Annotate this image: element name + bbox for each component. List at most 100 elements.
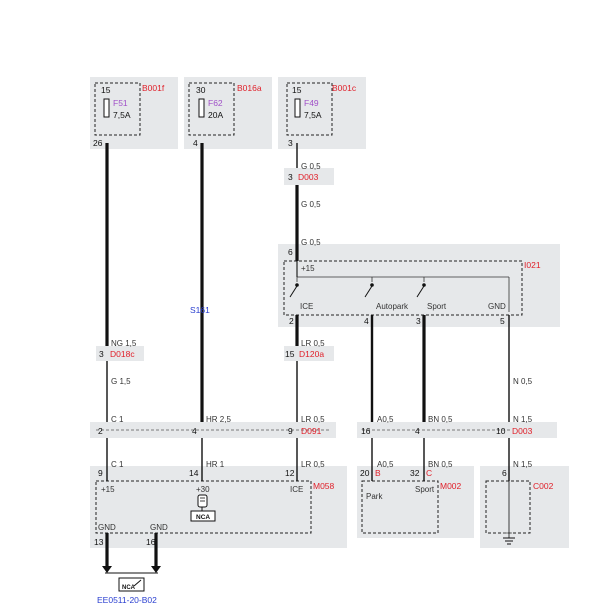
module-m002-ref: M002	[440, 481, 462, 491]
fuse-f49-terminal: 15	[292, 85, 302, 95]
svg-text:HR 1: HR 1	[206, 460, 225, 469]
fuse-block-f62: 30 B016a F62 20A 4	[184, 77, 272, 149]
svg-text:C 1: C 1	[111, 415, 124, 424]
svg-text:D003: D003	[298, 172, 319, 182]
fuse-f62-rating: 20A	[208, 110, 223, 120]
svg-text:NCA: NCA	[196, 514, 210, 521]
svg-text:14: 14	[189, 468, 199, 478]
svg-text:2: 2	[98, 426, 103, 436]
fuse-f51-pin: 26	[93, 138, 103, 148]
connector-d003-mid: 16 4 10 D003	[357, 422, 557, 438]
svg-text:B: B	[375, 468, 381, 478]
svg-text:4: 4	[192, 426, 197, 436]
svg-text:GND: GND	[98, 523, 116, 532]
svg-text:G 0,5: G 0,5	[301, 200, 321, 209]
svg-text:HR 2,5: HR 2,5	[206, 415, 231, 424]
svg-text:15: 15	[285, 349, 295, 359]
svg-text:N 0,5: N 0,5	[513, 377, 533, 386]
connector-d091: 2 4 9 D091	[90, 422, 336, 438]
svg-text:+15: +15	[101, 485, 115, 494]
svg-text:6: 6	[502, 468, 507, 478]
fuse-f62-name: F62	[208, 98, 223, 108]
connector-d018c: 3 D018c	[96, 346, 144, 361]
wires	[102, 143, 510, 574]
switch-label-autopark: Autopark	[376, 302, 409, 311]
svg-text:D091: D091	[301, 426, 322, 436]
connector-d003-top: 3 D003	[284, 168, 334, 185]
svg-text:BN 0,5: BN 0,5	[428, 460, 453, 469]
svg-text:9: 9	[288, 426, 293, 436]
fuse-f62-symbol	[198, 98, 205, 118]
fuse-f49-ref: B001c	[332, 83, 357, 93]
svg-text:9: 9	[98, 468, 103, 478]
svg-text:LR 0,5: LR 0,5	[301, 415, 325, 424]
svg-text:G 0,5: G 0,5	[301, 238, 321, 247]
module-c002: C002 6	[480, 466, 569, 548]
ground-ref-code: EE0511-20-B02	[97, 595, 157, 603]
svg-text:C 1: C 1	[111, 460, 124, 469]
fuse-block-f51: 15 B001f F51 7,5A 26	[90, 77, 178, 149]
svg-text:Park: Park	[366, 492, 383, 501]
svg-text:16: 16	[146, 537, 156, 547]
svg-text:D120a: D120a	[299, 349, 324, 359]
svg-text:C: C	[426, 468, 432, 478]
svg-text:D018c: D018c	[110, 349, 135, 359]
svg-text:A0,5: A0,5	[377, 460, 394, 469]
ground-ref-nca-box	[118, 577, 145, 592]
switch-label-gnd: GND	[488, 302, 506, 311]
switch-label-sport: Sport	[427, 302, 447, 311]
fuse-block-f49: 15 B001c F49 7,5A 3	[278, 77, 366, 149]
svg-text:NG 1,5: NG 1,5	[111, 339, 137, 348]
fuse-f62-terminal: 30	[196, 85, 206, 95]
svg-text:G 0,5: G 0,5	[301, 162, 321, 171]
module-m058: M058 9 14 12 +15 +30 ICE NCA GND GND 13 …	[90, 466, 347, 548]
fuse-f62-ref: B016a	[237, 83, 262, 93]
svg-text:A0,5: A0,5	[377, 415, 394, 424]
connector-d120a: 15 D120a	[284, 346, 334, 361]
ground-reference: NCA EE0511-20-B02	[97, 577, 157, 603]
svg-text:N 1,5: N 1,5	[513, 415, 533, 424]
splice-label: S161	[190, 305, 210, 315]
switch-pin-5: 5	[500, 316, 505, 326]
fuse-f49-pin: 3	[288, 138, 293, 148]
svg-text:N 1,5: N 1,5	[513, 460, 533, 469]
switch-i021-pin-in: 6	[288, 247, 293, 257]
wire-labels: G 0,5 G 0,5 G 0,5 NG 1,5 G 1,5 LR 0,5 N …	[111, 162, 533, 469]
module-m002: M002 20 B 32 C Park Sport	[357, 466, 474, 538]
svg-text:GND: GND	[150, 523, 168, 532]
switch-pin-3: 3	[416, 316, 421, 326]
svg-text:D003: D003	[512, 426, 533, 436]
switch-i021: I021 6 +15 ICE Autopark Sport GND 2 4 3 …	[278, 244, 560, 327]
svg-text:16: 16	[361, 426, 371, 436]
svg-text:20: 20	[360, 468, 370, 478]
fuse-f49-name: F49	[304, 98, 319, 108]
svg-text:+30: +30	[196, 485, 210, 494]
svg-text:4: 4	[415, 426, 420, 436]
fuse-f62-pin: 4	[193, 138, 198, 148]
svg-text:Sport: Sport	[415, 485, 435, 494]
switch-pin-2: 2	[289, 316, 294, 326]
module-m058-ref: M058	[313, 481, 335, 491]
svg-text:3: 3	[99, 349, 104, 359]
module-c002-ref: C002	[533, 481, 554, 491]
svg-text:BN 0,5: BN 0,5	[428, 415, 453, 424]
module-m058-nca-box	[190, 510, 216, 522]
fuse-f49-symbol	[294, 98, 301, 118]
svg-text:LR 0,5: LR 0,5	[301, 339, 325, 348]
svg-text:ICE: ICE	[290, 485, 303, 494]
fuse-f51-symbol	[103, 98, 110, 118]
switch-label-ice: ICE	[300, 302, 313, 311]
switch-i021-ref: I021	[524, 260, 541, 270]
svg-text:12: 12	[285, 468, 295, 478]
svg-text:32: 32	[410, 468, 420, 478]
svg-text:10: 10	[496, 426, 506, 436]
svg-text:G 1,5: G 1,5	[111, 377, 131, 386]
svg-text:NCA: NCA	[122, 585, 136, 591]
svg-text:3: 3	[288, 172, 293, 182]
svg-text:LR 0,5: LR 0,5	[301, 460, 325, 469]
switch-pin-4: 4	[364, 316, 369, 326]
fuse-f51-name: F51	[113, 98, 128, 108]
fuse-f51-ref: B001f	[142, 83, 165, 93]
fuse-f49-rating: 7,5A	[304, 110, 322, 120]
